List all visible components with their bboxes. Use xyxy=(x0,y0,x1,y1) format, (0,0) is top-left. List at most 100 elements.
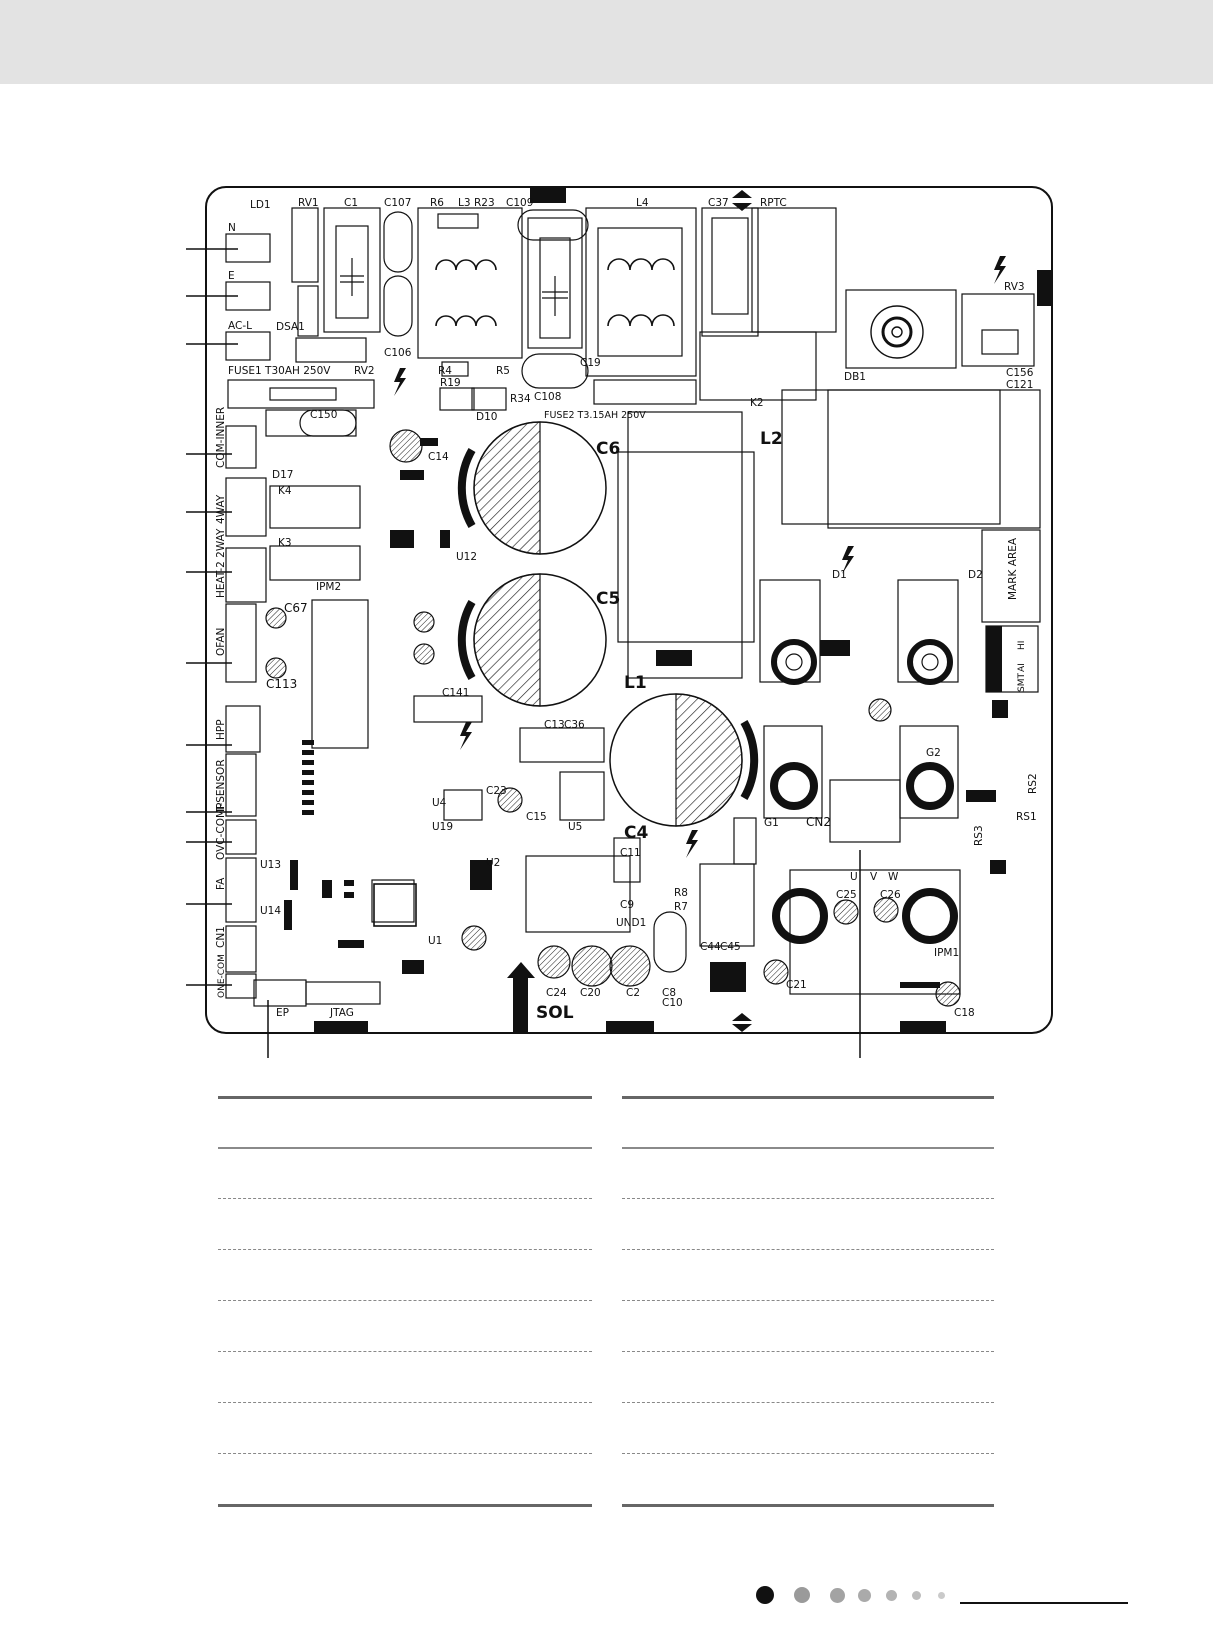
label-ep: EP xyxy=(276,1007,289,1019)
label-l1: L1 xyxy=(624,673,647,693)
top-marker xyxy=(732,190,752,211)
label-jtag: JTAG xyxy=(329,1007,354,1019)
label-c44: C44 xyxy=(700,941,721,953)
right-parts-table xyxy=(622,1096,994,1516)
label-u13: U13 xyxy=(260,859,281,871)
label-c150: C150 xyxy=(310,409,337,421)
label-l3: L3 xyxy=(458,197,471,209)
label-r7: R7 xyxy=(674,901,688,913)
label-r6: R6 xyxy=(430,197,444,209)
label-u1: U1 xyxy=(428,935,442,947)
label-k4: K4 xyxy=(278,485,292,497)
label-c113: C113 xyxy=(266,677,297,691)
label-r5: R5 xyxy=(496,365,510,377)
table-row xyxy=(622,1453,994,1454)
label-cn1: CN1 xyxy=(215,926,227,948)
label-l2: L2 xyxy=(760,429,783,449)
label-ipm1: IPM1 xyxy=(934,947,959,959)
label-c1: C1 xyxy=(344,197,358,209)
label-t-sensor: T-SENSOR xyxy=(215,759,227,813)
label-g2: G2 xyxy=(926,747,941,759)
label-u14: U14 xyxy=(260,905,281,917)
check-block xyxy=(986,626,1002,692)
table-row xyxy=(218,1198,592,1199)
label-com-inner: COM-INNER xyxy=(215,407,227,468)
label-c8: C8 xyxy=(662,987,676,999)
label-r34: R34 xyxy=(510,393,531,405)
table-row xyxy=(622,1198,994,1199)
table-row xyxy=(218,1402,592,1403)
label-c5: C5 xyxy=(596,589,620,609)
label-sol: SOL xyxy=(536,1003,574,1023)
table-row xyxy=(622,1249,994,1250)
label-e: E xyxy=(228,270,235,282)
label-rs2: RS2 xyxy=(1027,773,1039,794)
label-fuse1: FUSE1 T30AH 250V xyxy=(228,365,331,377)
label-c107: C107 xyxy=(384,197,411,209)
bottom-marker xyxy=(732,1013,752,1032)
label-und1: UND1 xyxy=(616,917,646,929)
table-row xyxy=(622,1402,994,1403)
label-k2: K2 xyxy=(750,397,764,409)
label-c14: C14 xyxy=(428,451,449,463)
label-c13: C13 xyxy=(544,719,565,731)
label-c108: C108 xyxy=(534,391,561,403)
label-d10: D10 xyxy=(476,411,497,423)
page-dot xyxy=(912,1591,921,1600)
label-c15: C15 xyxy=(526,811,547,823)
table-row xyxy=(218,1453,592,1454)
label-c9: C9 xyxy=(620,899,634,911)
label-rv1: RV1 xyxy=(298,197,319,209)
label-c67: C67 xyxy=(284,601,308,615)
label-hi: HI xyxy=(1017,641,1027,650)
page-dot xyxy=(830,1588,845,1603)
label-r8: R8 xyxy=(674,887,688,899)
label-u4: U4 xyxy=(432,797,447,809)
label-c109: C109 xyxy=(506,197,533,209)
label-u5: U5 xyxy=(568,821,582,833)
label-c20: C20 xyxy=(580,987,601,999)
label-one-com: ONE-COM xyxy=(217,954,227,998)
label-v: V xyxy=(870,871,878,883)
label-r19: R19 xyxy=(440,377,461,389)
label-c25: C25 xyxy=(836,889,857,901)
board-tab xyxy=(900,1021,946,1033)
label-u12: U12 xyxy=(456,551,477,563)
label-c10: C10 xyxy=(662,997,683,1009)
label-c106: C106 xyxy=(384,347,412,359)
table-row xyxy=(218,1249,592,1250)
label-cn2: CN2 xyxy=(806,815,831,829)
inductor-coils xyxy=(435,258,675,327)
leader-lines xyxy=(186,248,861,1058)
label-c121: C121 xyxy=(1006,379,1033,391)
label-d1: D1 xyxy=(832,569,847,581)
capacitor-c4 xyxy=(609,693,759,827)
left-connectors xyxy=(225,233,381,1007)
page-dot-active xyxy=(756,1586,774,1604)
label-c11: C11 xyxy=(620,847,641,859)
board-tab xyxy=(530,187,566,203)
left-parts-table xyxy=(218,1096,592,1516)
warning-lightning-icon xyxy=(394,256,1006,858)
table-row xyxy=(622,1300,994,1301)
label-c141: C141 xyxy=(442,687,469,699)
small-capacitors xyxy=(265,429,961,1007)
label-c26: C26 xyxy=(880,889,901,901)
label-c24: C24 xyxy=(546,987,567,999)
label-rv3: RV3 xyxy=(1004,281,1025,293)
label-u19: U19 xyxy=(432,821,453,833)
label-d17: D17 xyxy=(272,469,293,481)
label-c18: C18 xyxy=(954,1007,975,1019)
board-tab xyxy=(314,1021,368,1033)
label-fa: FA xyxy=(215,877,227,890)
table-row xyxy=(218,1351,592,1352)
label-k3: K3 xyxy=(278,537,292,549)
label-rv2: RV2 xyxy=(354,365,375,377)
label-u: U xyxy=(850,871,858,883)
label-c37: C37 xyxy=(708,197,729,209)
label-c156: C156 xyxy=(1006,367,1034,379)
table-row xyxy=(622,1351,994,1352)
label-db1: DB1 xyxy=(844,371,866,383)
label-ofan: OFAN xyxy=(215,628,227,656)
label-rs3: RS3 xyxy=(973,825,985,846)
